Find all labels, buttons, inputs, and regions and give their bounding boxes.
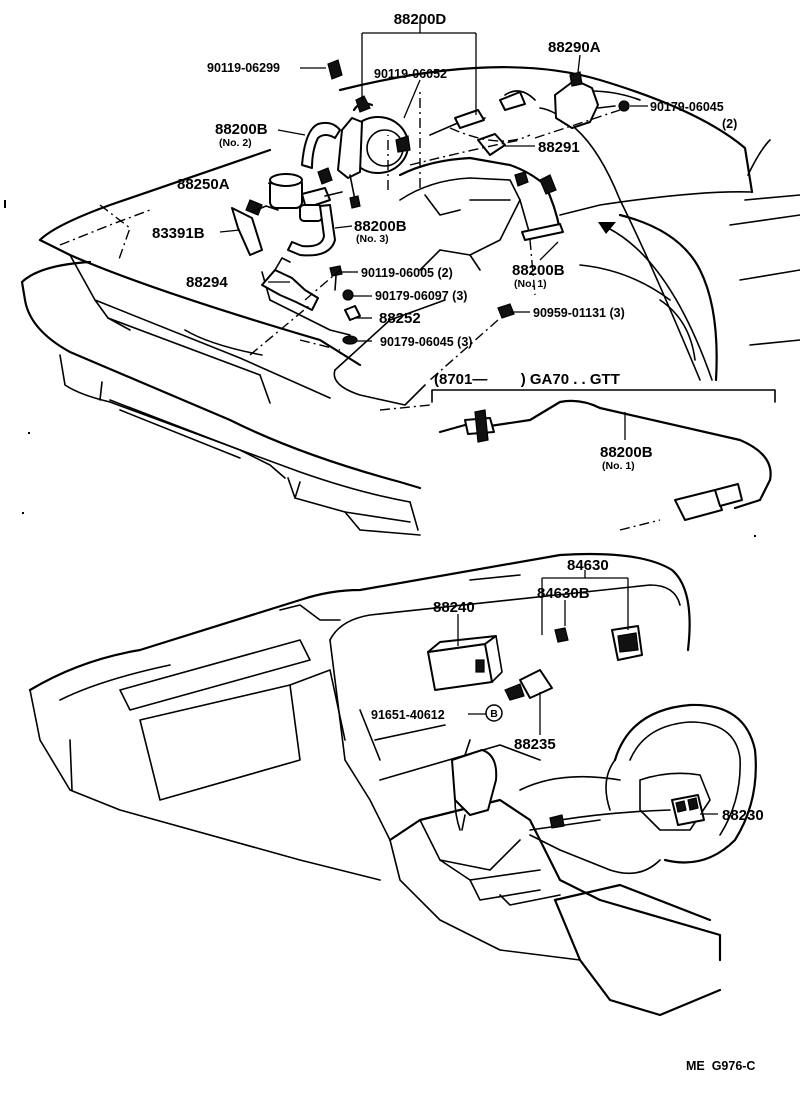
bracket-88294 [261,257,319,311]
actuator-88290A [499,71,616,129]
label-83391B: 83391B [152,225,205,242]
figure-code: ME G976-C [686,1059,755,1073]
front-body-outline [20,66,800,536]
sensor-83391B [231,199,279,256]
dashboard-outline [28,552,691,881]
label-88200B-no3: 88200B [354,218,407,235]
label-90959-01131: 90959-01131 (3) [533,306,625,320]
direction-arrow [598,222,713,381]
label-88200B-no3-sub: (No. 3) [356,233,389,245]
label-90119-06052: 90119-06052 [374,67,447,81]
part-labels: 88200D 90119-06299 90119-06052 88290A 90… [152,11,764,1073]
bolt-marker-label: B [490,708,498,720]
label-90119-06005: 90119-06005 (2) [361,266,453,280]
label-88250A: 88250A [177,176,230,193]
hardware-bolts [327,59,630,345]
label-90119-06299: 90119-06299 [207,61,280,75]
label-88200B-no1-a: 88200B [512,262,565,279]
label-90179-06045-a: 90179-06045 [650,100,724,114]
label-88200B-no1-b-sub: (No. 1) [602,460,635,472]
label-88200B-no1-b: 88200B [600,444,653,461]
scan-marks [4,200,756,537]
switch-84630 [554,625,643,661]
bolt-marker-circle [485,704,503,722]
model-variant-inset [431,389,776,531]
clip-88291 [429,109,506,156]
vacuum-hose-no3 [287,204,336,257]
label-90179-06045-b: 90179-06045 (3) [380,335,472,349]
cruise-switch-88230 [549,794,705,829]
center-console [388,739,722,1017]
vacuum-hose-no2 [301,121,341,169]
leader-lines [219,20,718,815]
label-88200B-no2: 88200B [215,121,268,138]
label-88235: 88235 [514,736,556,753]
label-91651-40612: 91651-40612 [371,708,445,722]
label-88240: 88240 [433,599,475,616]
cruise-actuator-assembly [337,95,411,209]
label-88200D: 88200D [394,11,447,28]
vacuum-pump-88250A [269,167,343,222]
label-88200B-no2-sub: (No. 2) [219,137,252,149]
label-84630: 84630 [567,557,609,574]
label-88294: 88294 [186,274,228,291]
cruise-cable-upper [398,107,701,381]
model-note: (8701— ) GA70 . . GTT [434,371,620,388]
steering-wheel [519,703,757,875]
label-88230: 88230 [722,807,764,824]
label-88200B-no1-a-sub: (No. 1) [514,278,547,290]
label-88290A: 88290A [548,39,601,56]
label-84630B: 84630B [537,585,590,602]
label-88291: 88291 [538,139,580,156]
label-88252: 88252 [379,310,421,327]
computer-88240 [427,635,503,691]
dash-leaders-upper [249,88,621,381]
label-90179-06045-a-qty: (2) [722,117,737,131]
label-90179-06097: 90179-06097 (3) [375,289,467,303]
